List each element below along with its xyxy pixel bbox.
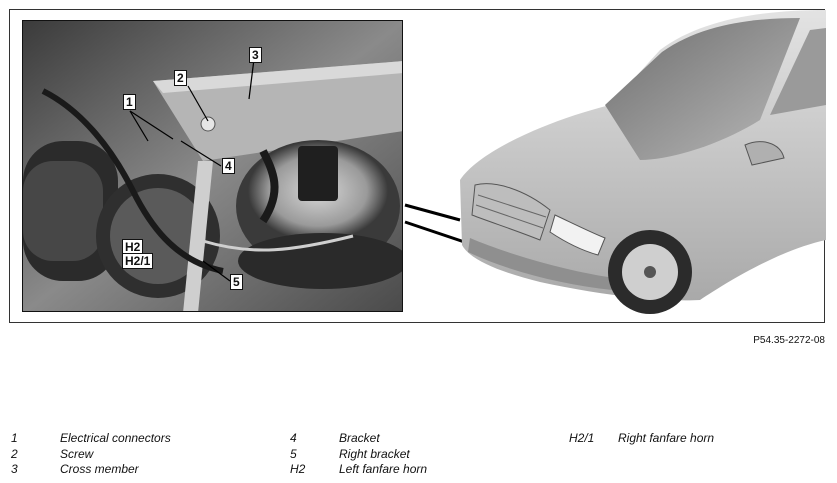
legend-text: Bracket [339, 431, 380, 445]
legend-text: Cross member [60, 462, 139, 476]
figure-reference: P54.35-2272-08 [753, 335, 825, 346]
legend-key: 5 [290, 447, 297, 461]
legend-text: Right fanfare horn [618, 431, 715, 445]
car-drawing [404, 10, 826, 314]
callout-h2: H2 [122, 239, 144, 255]
legend-key: 4 [290, 431, 297, 445]
legend-text: Left fanfare horn [339, 462, 428, 476]
legend-key: 1 [11, 431, 18, 445]
legend-key: 2 [11, 447, 18, 461]
callout-3: 3 [249, 47, 262, 63]
legend-text: Electrical connectors [60, 431, 171, 445]
callout-4: 4 [222, 158, 235, 174]
legend-text: Right bracket [339, 447, 410, 461]
callout-2: 2 [174, 70, 187, 86]
car-illustration [400, 10, 826, 322]
callout-h2-1: H2/1 [122, 253, 154, 269]
engine-bay-illustration [23, 21, 402, 311]
callout-1: 1 [123, 94, 136, 110]
engine-bay-photo [22, 20, 403, 312]
legend-key: H2 [290, 462, 306, 476]
legend-key: 3 [11, 462, 18, 476]
legend-text: Screw [60, 447, 94, 461]
callout-5: 5 [230, 274, 243, 290]
legend-key: H2/1 [569, 431, 595, 445]
